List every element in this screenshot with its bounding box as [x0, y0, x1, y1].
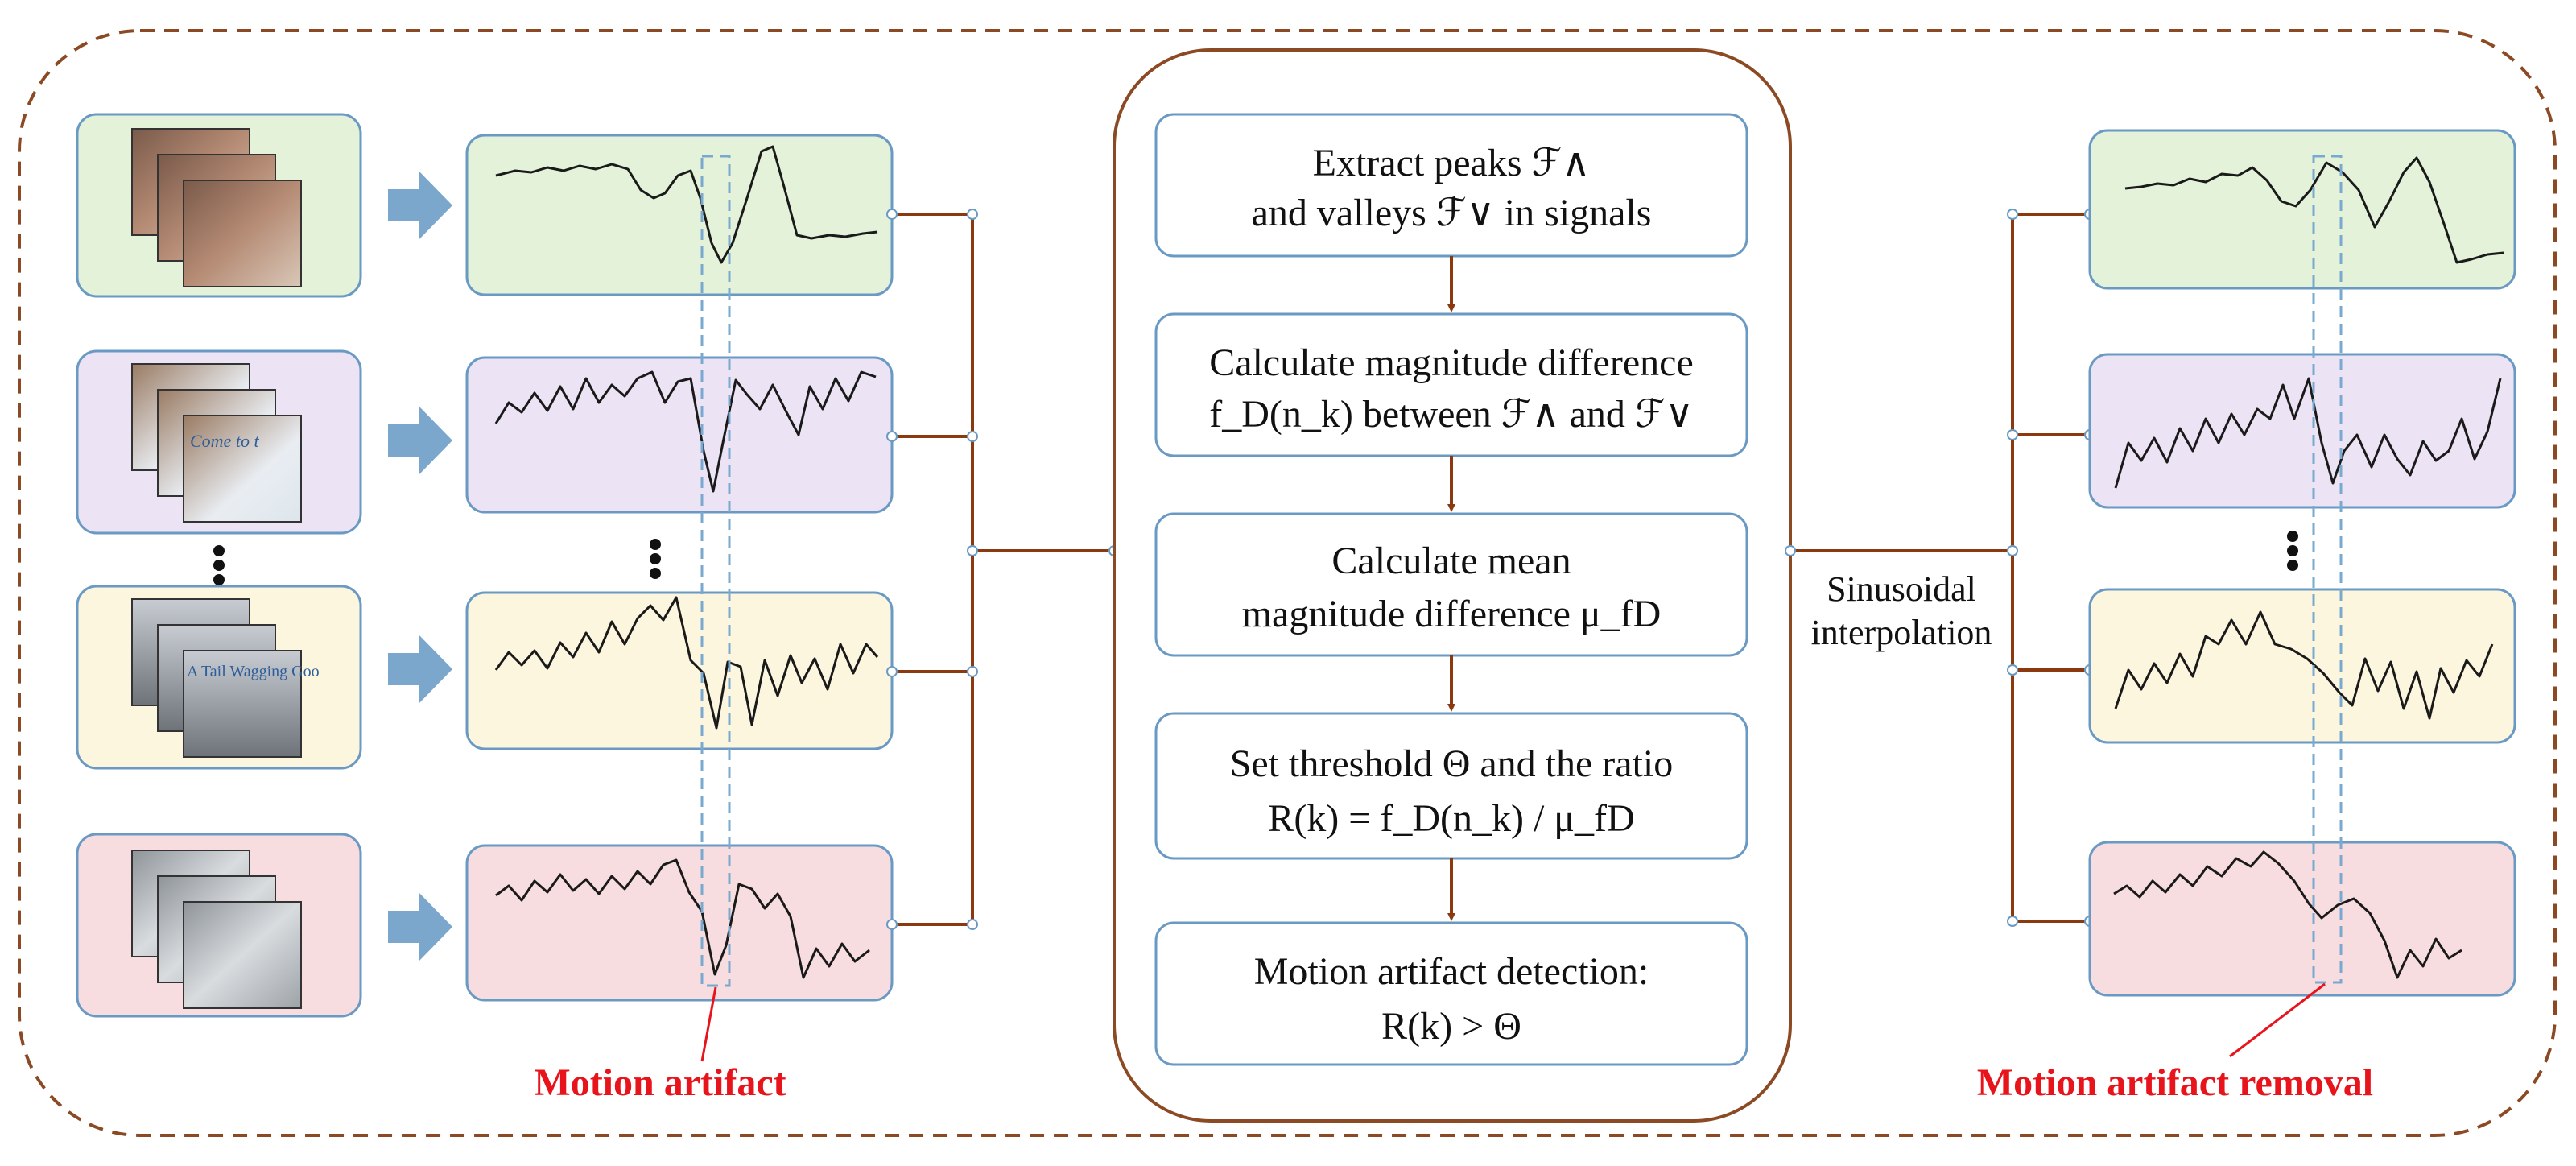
interpolation-label-line-1: Sinusoidal: [1827, 569, 1976, 609]
connector-nodes: [1785, 209, 2095, 927]
vertical-ellipsis-icon: [650, 539, 661, 579]
raw-signal-wave: [495, 858, 870, 979]
motion-artifact-removal-pointer: [2229, 982, 2326, 1058]
step-3-line-2: magnitude difference μ_fD: [1242, 593, 1662, 635]
vertical-ellipsis-icon: [213, 545, 225, 585]
artifact-removed-highlight: [2312, 155, 2343, 984]
frame-stack-icon: [131, 850, 302, 1009]
connector-nodes: [886, 209, 1120, 930]
signal-box-green: [465, 134, 894, 296]
frame-text-yellow: A Tail Wagging Goo: [187, 663, 320, 680]
clean-signal-box-yellow: [2088, 588, 2516, 744]
block-arrows: [388, 171, 452, 961]
step-1-line-1: Extract peaks ℱ∧: [1313, 142, 1591, 184]
motion-artifact-removal-label: Motion artifact removal: [1977, 1061, 2373, 1104]
raw-signals-column: [465, 134, 894, 1002]
step-3-line-1: Calculate mean: [1331, 540, 1571, 582]
clean-signal-wave: [2114, 610, 2494, 720]
frame-stack-icon: Come to t: [131, 363, 302, 523]
clean-signal-wave: [2124, 156, 2504, 264]
motion-artifact-highlight: [700, 155, 731, 987]
left-connectors: [892, 213, 1114, 926]
clean-signal-box-purple: [2088, 353, 2516, 509]
step-box: [1154, 113, 1748, 258]
frame-stack-icon: [131, 128, 302, 287]
clean-signal-wave: [2114, 377, 2502, 489]
outer-dashed-border: [18, 29, 2557, 1137]
process-steps: Extract peaks ℱ∧ and valleys ℱ∨ in signa…: [1154, 113, 1748, 1066]
motion-artifact-pointer: [700, 986, 717, 1062]
right-arrow-icon: [388, 635, 452, 704]
frame-stack-icon: A Tail Wagging Goo: [131, 598, 320, 758]
cleaned-signals-column: [2088, 129, 2516, 997]
raw-signal-wave: [494, 596, 879, 730]
right-connectors: [1790, 213, 2090, 923]
step-4-line-2: R(k) = f_D(n_k) / μ_fD: [1268, 797, 1634, 840]
vertical-ellipsis-icon: [2287, 531, 2298, 571]
motion-artifact-label: Motion artifact: [534, 1061, 786, 1104]
interpolation-label-line-2: interpolation: [1811, 613, 1992, 652]
step-5-line-1: Motion artifact detection:: [1254, 950, 1649, 993]
clean-signal-box-green: [2088, 129, 2516, 290]
step-box: [1154, 921, 1748, 1066]
clean-signal-box-pink: [2088, 841, 2516, 997]
step-2-line-2: f_D(n_k) between ℱ∧ and ℱ∨: [1209, 393, 1694, 436]
input-frames-column: Come to t A Tail Wagging Goo: [76, 113, 362, 1018]
right-arrow-icon: [388, 171, 452, 240]
raw-signal-wave: [494, 370, 877, 493]
right-arrow-icon: [388, 892, 452, 961]
step-2-line-1: Calculate magnitude difference: [1209, 341, 1694, 384]
raw-signal-wave: [495, 145, 878, 264]
step-1-line-2: and valleys ℱ∨ in signals: [1252, 192, 1652, 234]
step-4-line-1: Set threshold Θ and the ratio: [1230, 742, 1674, 785]
right-arrow-icon: [388, 406, 452, 475]
frame-text-purple: Come to t: [190, 431, 259, 451]
clean-signal-wave: [2113, 850, 2462, 979]
step-5-line-2: R(k) > Θ: [1381, 1005, 1521, 1048]
